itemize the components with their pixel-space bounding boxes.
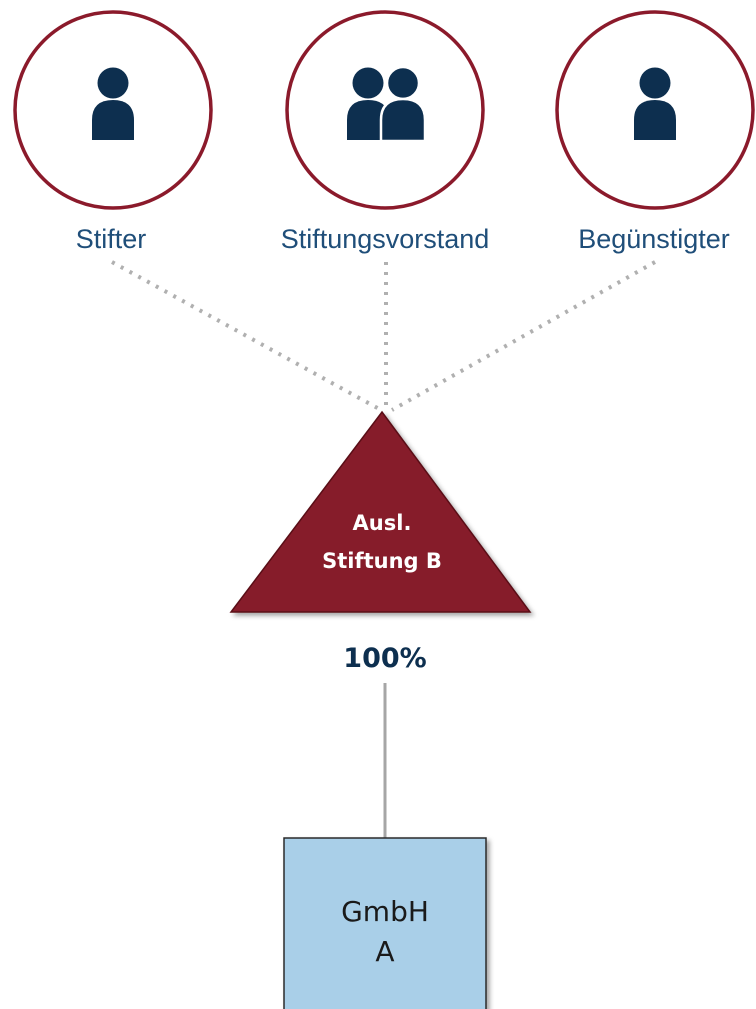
role-connectors [111, 260, 656, 412]
company-label-line2: A [375, 935, 394, 968]
company-label-line1: GmbH [341, 895, 429, 928]
role-label-stiftungsvorstand: Stiftungsvorstand [281, 224, 490, 254]
foundation-label-line1: Ausl. [353, 511, 412, 535]
foundation-label-line2: Stiftung B [322, 549, 442, 573]
role-beguenstigter: Begünstigter [555, 10, 755, 254]
role-label-beguenstigter: Begünstigter [578, 224, 730, 254]
role-label-stifter: Stifter [76, 224, 147, 254]
person-icon [634, 67, 676, 140]
people-group-icon [347, 65, 427, 143]
connector-stifter [111, 260, 382, 412]
ownership-percent: 100% [343, 643, 426, 674]
foundation-node: Ausl. Stiftung B [229, 410, 532, 613]
role-stiftungsvorstand: Stiftungsvorstand [281, 10, 490, 254]
foundation-triangle [229, 410, 532, 613]
role-stifter: Stifter [13, 10, 213, 254]
company-box [283, 837, 487, 1009]
person-icon [92, 67, 134, 140]
connector-beguenstigter [391, 260, 656, 412]
company-node: GmbH A [283, 837, 487, 1009]
